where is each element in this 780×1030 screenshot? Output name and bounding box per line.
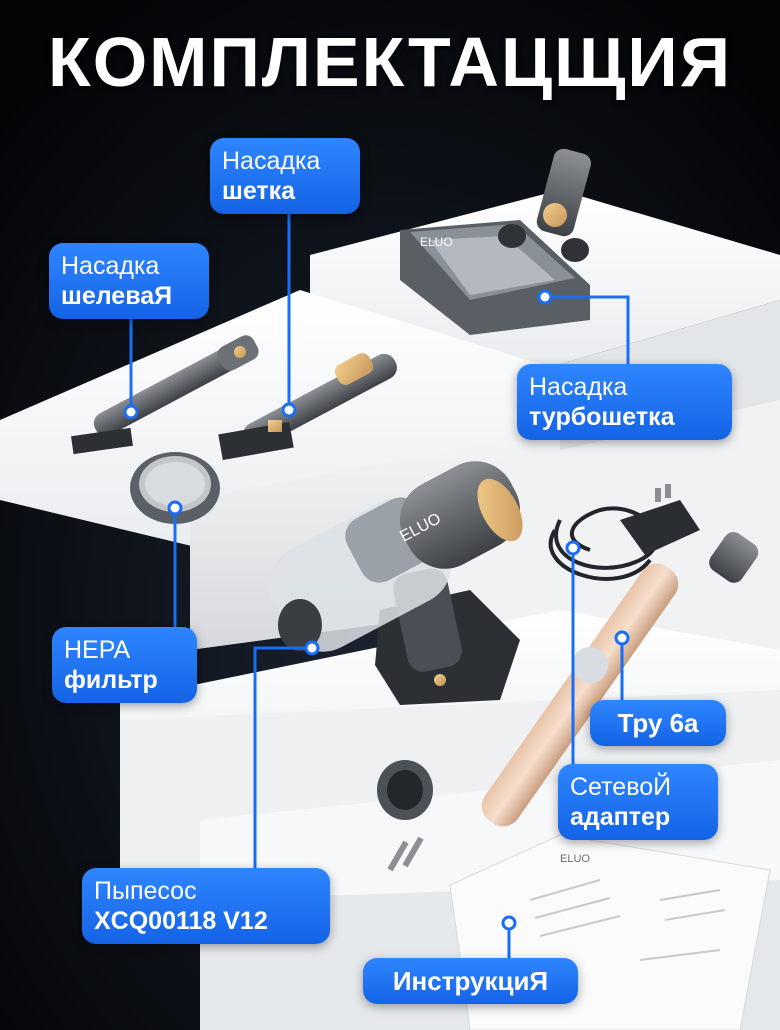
label-adapter-line1: СетевоЙ bbox=[570, 773, 672, 801]
label-tube-line1: Тру 6а bbox=[617, 708, 699, 738]
label-vacuum-line1: Пыпесос bbox=[94, 877, 197, 905]
leader-turbo bbox=[545, 295, 630, 365]
screws-illustration bbox=[387, 836, 424, 872]
dot-brush bbox=[281, 402, 297, 418]
manual-brand-mark: ELUO bbox=[560, 853, 590, 865]
vacuum-illustration: ELUO bbox=[268, 461, 523, 705]
dot-hepa bbox=[167, 500, 183, 516]
label-turbo: Насадка турбошетка bbox=[517, 364, 732, 440]
dot-tube bbox=[614, 630, 630, 646]
dot-vacuum bbox=[304, 640, 320, 656]
dot-turbo bbox=[537, 289, 553, 305]
label-hepa-line2: фильтр bbox=[64, 666, 158, 694]
dot-adapter bbox=[565, 540, 581, 556]
label-adapter: СетевоЙ адаптер bbox=[558, 764, 718, 840]
extension-tube-illustration bbox=[377, 532, 759, 827]
label-manual-line1: ИнструкциЯ bbox=[392, 966, 549, 996]
turbo-brand-mark: ELUO bbox=[420, 235, 453, 249]
hepa-filter-illustration bbox=[130, 452, 220, 524]
label-turbo-line2: турбошетка bbox=[529, 403, 675, 431]
label-crevice-line1: Насадка bbox=[61, 252, 160, 280]
leader-vacuum bbox=[253, 646, 312, 868]
label-brush-line1: Насадка bbox=[222, 147, 321, 175]
dot-crevice bbox=[123, 404, 139, 420]
label-adapter-line2: адаптер bbox=[570, 803, 671, 831]
leader-lines bbox=[129, 212, 630, 958]
dust-brush-illustration bbox=[218, 353, 397, 461]
leader-dots bbox=[123, 289, 630, 931]
label-tube: Тру 6а bbox=[590, 700, 726, 746]
page-title: КОМПЛЕКТАЦЩИЯ bbox=[47, 23, 733, 101]
label-vacuum: Пыпесос XCQ00118 V12 bbox=[82, 868, 330, 944]
turbo-brush-illustration: ELUO bbox=[400, 148, 591, 335]
label-vacuum-line2: XCQ00118 V12 bbox=[94, 907, 268, 935]
label-turbo-line1: Насадка bbox=[529, 373, 628, 401]
dot-manual bbox=[501, 915, 517, 931]
label-crevice: Насадка шелеваЯ bbox=[49, 243, 209, 319]
label-manual: ИнструкциЯ bbox=[363, 958, 578, 1004]
label-crevice-line2: шелеваЯ bbox=[61, 282, 173, 310]
label-hepa-line1: HEPA bbox=[64, 636, 131, 664]
label-brush-line2: шетка bbox=[222, 177, 296, 205]
label-hepa: HEPA фильтр bbox=[52, 627, 197, 703]
label-brush: Насадка шетка bbox=[210, 138, 360, 214]
